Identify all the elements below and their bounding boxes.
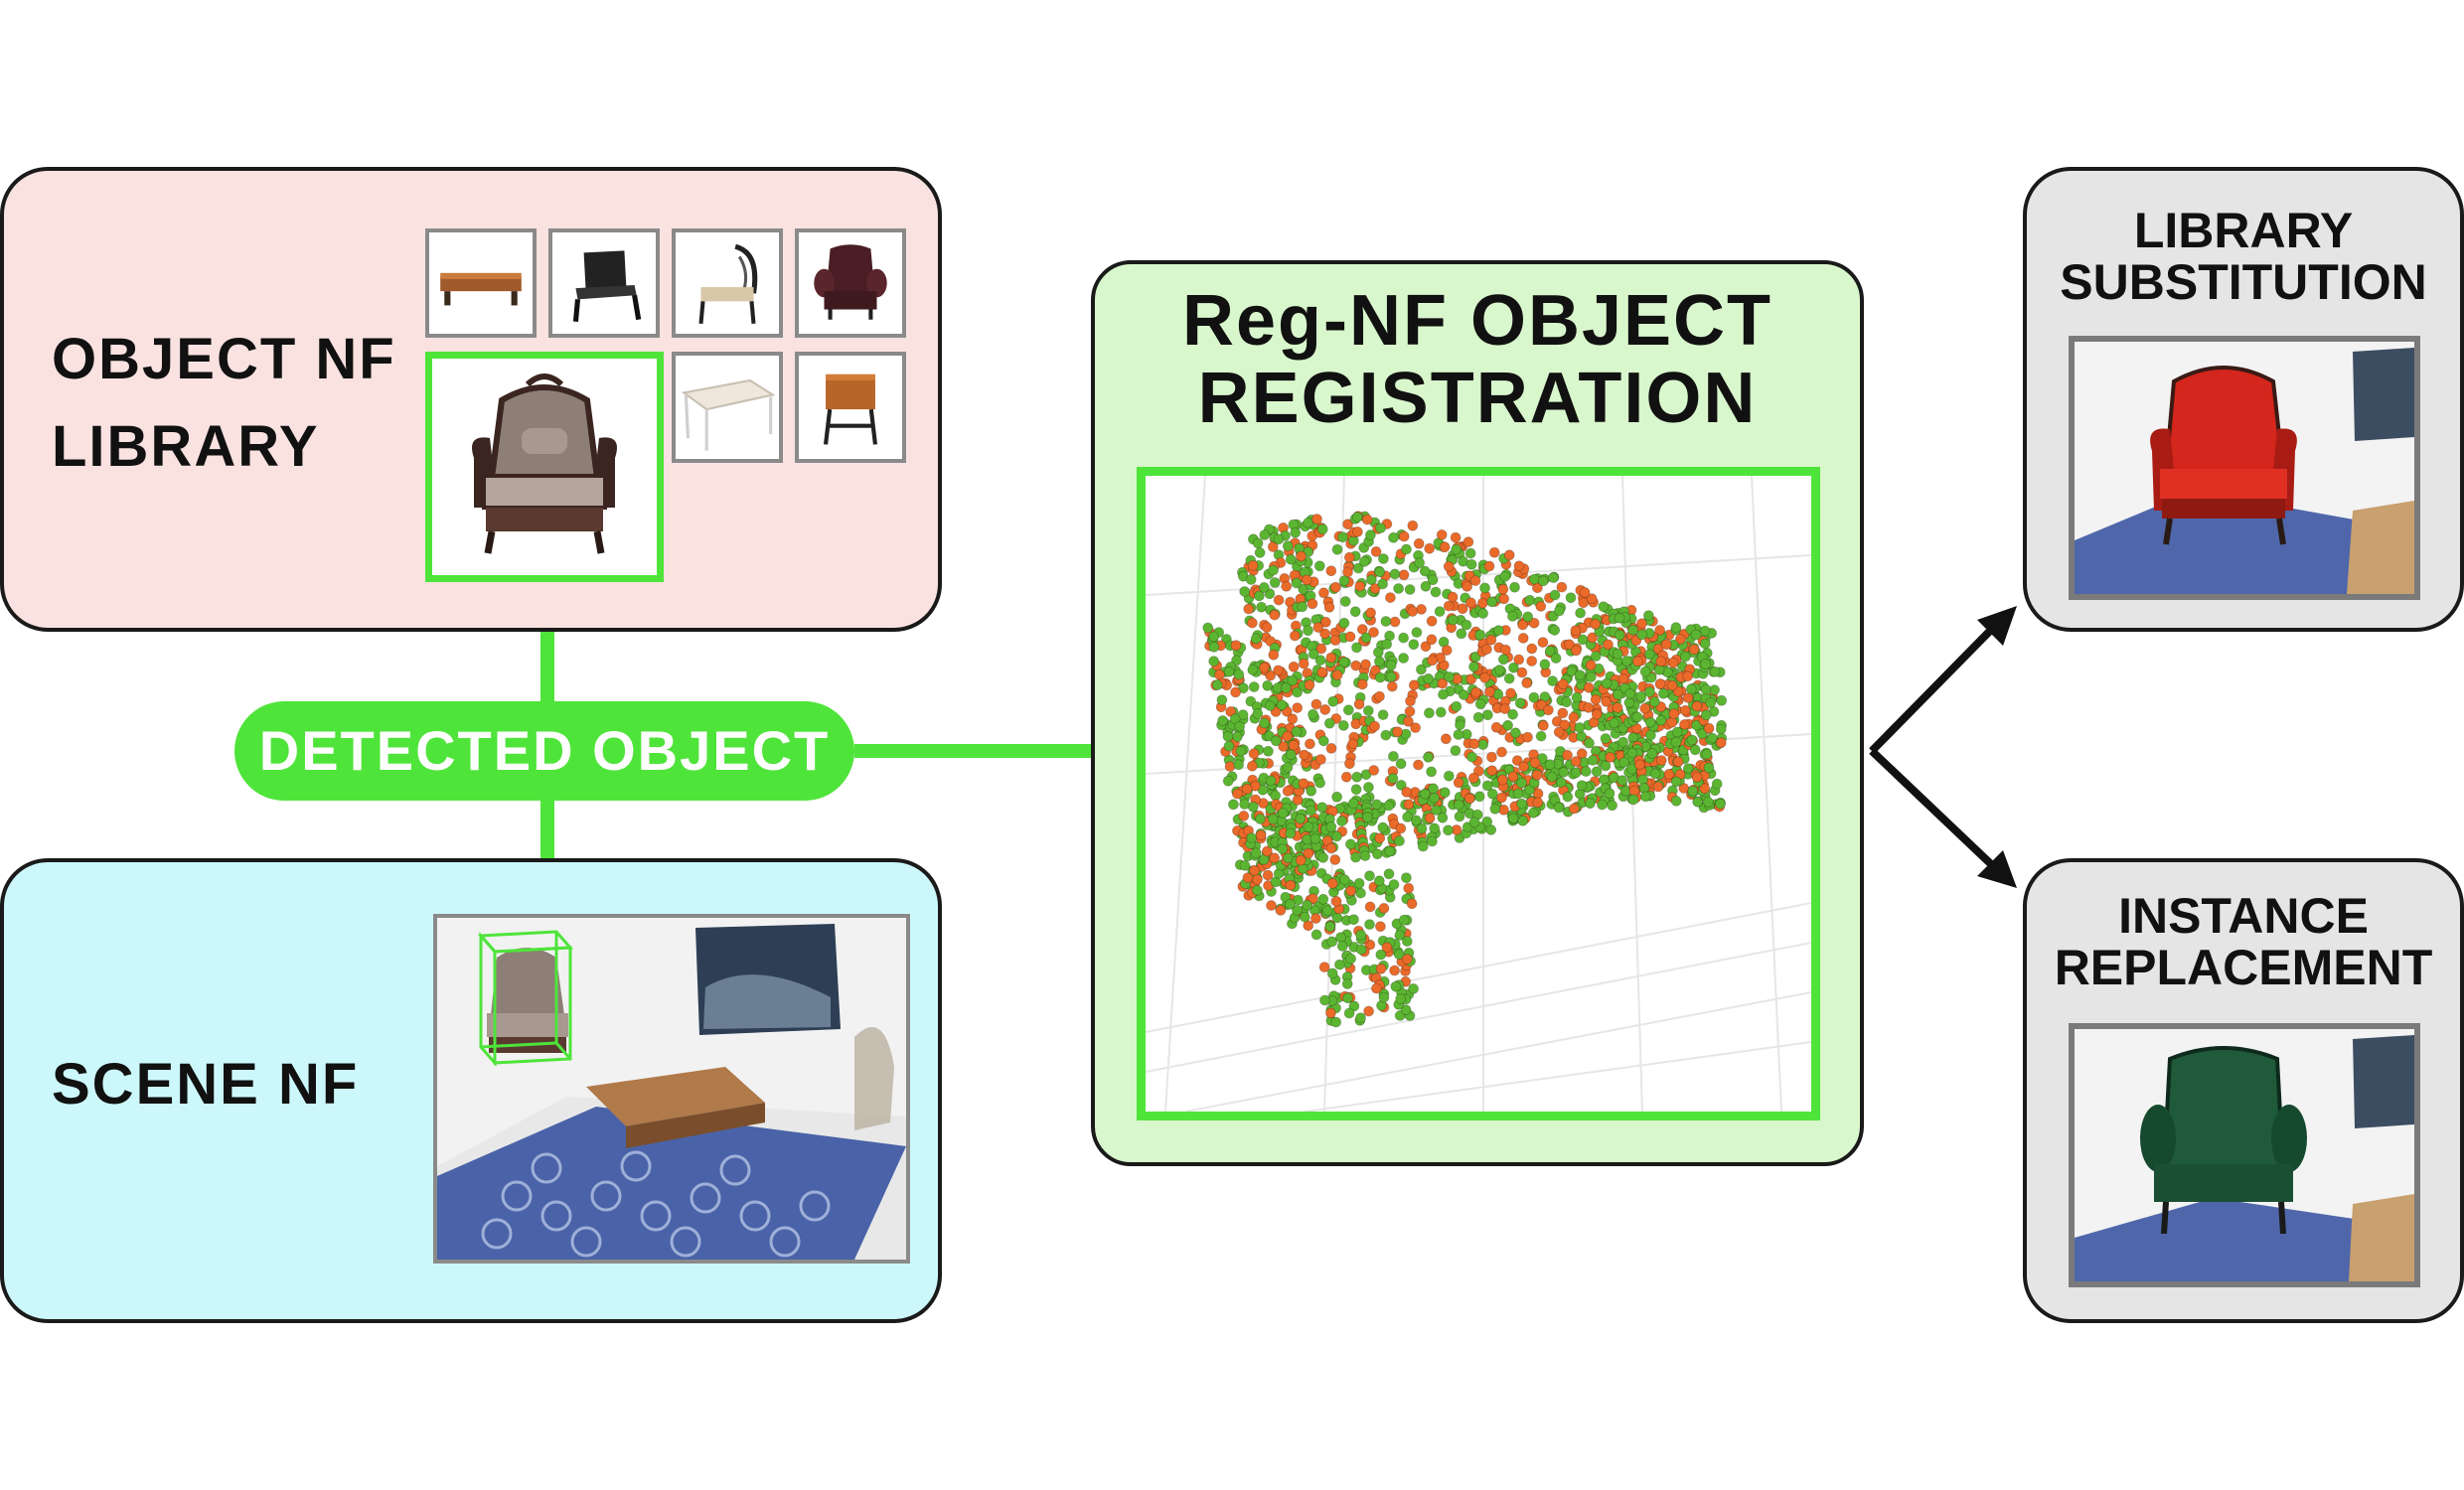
instance-replacement-title: INSTANCE REPLACEMENT bbox=[2054, 888, 2433, 995]
armchair-icon bbox=[472, 373, 617, 554]
point-cloud bbox=[1202, 511, 1728, 1028]
registration-title: Reg-NF OBJECT REGISTRATION bbox=[1181, 281, 1773, 438]
instance-replacement-image[interactable] bbox=[2069, 1023, 2420, 1287]
arrow-up-head bbox=[1977, 606, 2017, 646]
ornate-chair-icon[interactable] bbox=[672, 228, 783, 338]
scene-render-image[interactable] bbox=[433, 914, 910, 1264]
library-substitution-image[interactable] bbox=[2069, 336, 2420, 600]
side-table-icon[interactable] bbox=[795, 352, 906, 463]
scene-nf-label: SCENE NF bbox=[52, 1052, 360, 1117]
selected-armchair-thumbnail[interactable] bbox=[425, 352, 664, 582]
coffee-table-icon[interactable] bbox=[425, 228, 537, 338]
detected-object-pill[interactable]: DETECTED OBJECT bbox=[234, 701, 854, 801]
white-table-icon[interactable] bbox=[672, 352, 783, 463]
point-cloud-view[interactable] bbox=[1137, 467, 1820, 1120]
library-substitution-title: LIBRARY SUBSTITUTION bbox=[2060, 203, 2427, 310]
wingback-chair-icon[interactable] bbox=[795, 228, 906, 338]
lounge-chair-icon[interactable] bbox=[548, 228, 660, 338]
arrow-down-head bbox=[1977, 850, 2017, 888]
object-library-label: OBJECT NF LIBRARY bbox=[52, 327, 396, 479]
